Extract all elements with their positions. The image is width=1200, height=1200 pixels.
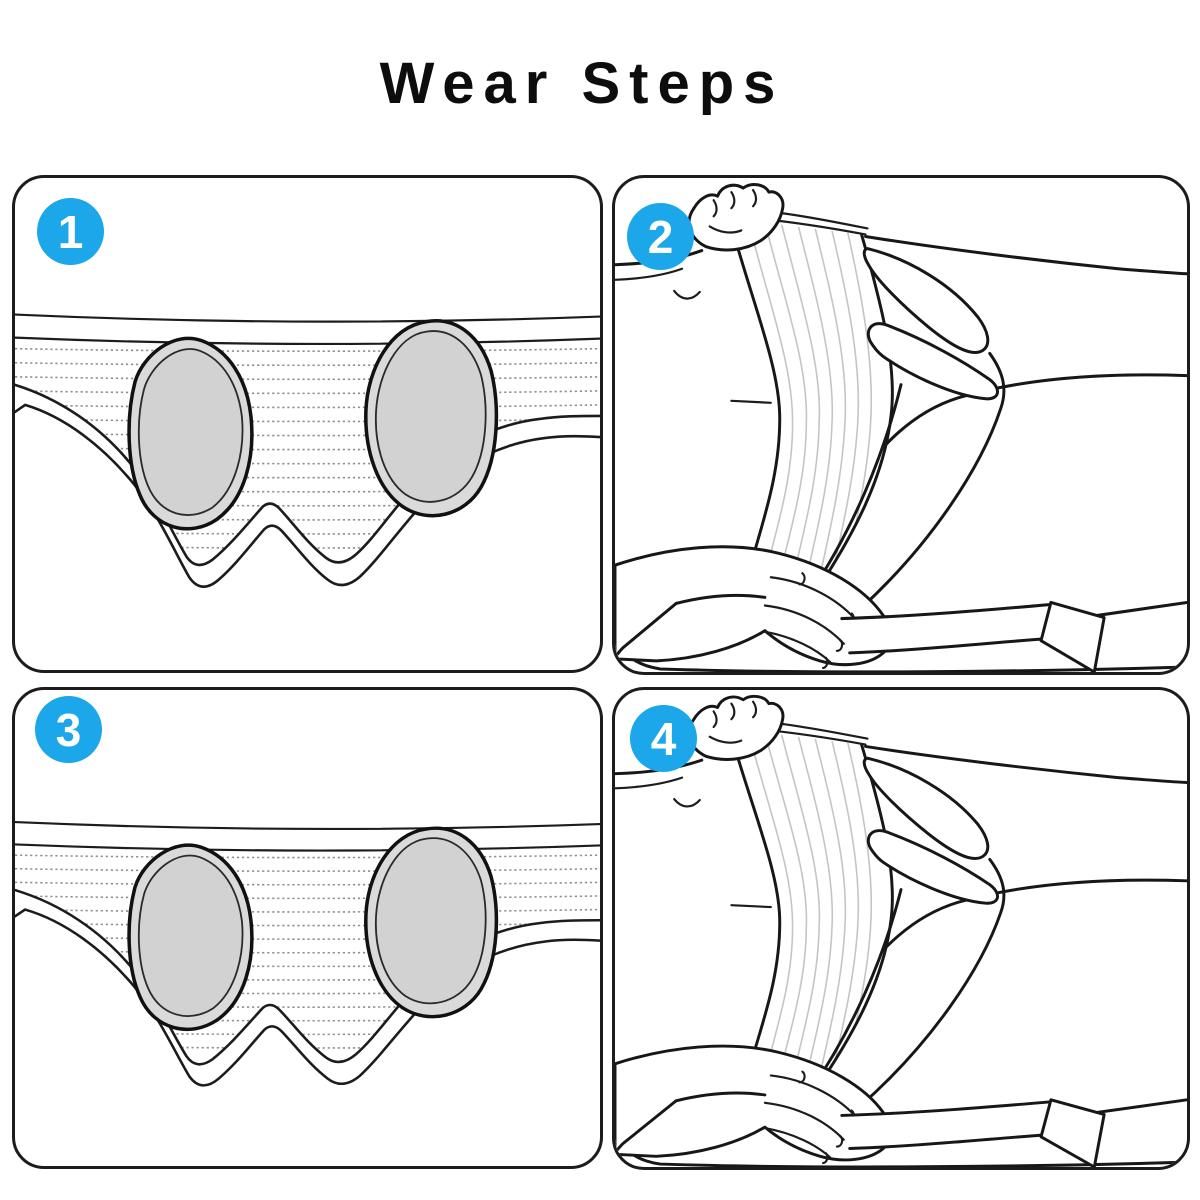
page-title: Wear Steps <box>379 51 785 116</box>
step-2-illustration <box>615 178 1187 672</box>
step-number: 1 <box>57 205 84 258</box>
step-number-badge: 1 <box>37 198 104 265</box>
step-number-badge: 2 <box>627 203 694 270</box>
step-number: 4 <box>650 712 677 765</box>
step-panel-3: 3 <box>12 687 603 1169</box>
step-panel-4: 4 <box>612 687 1190 1170</box>
step-panel-2: 2 <box>612 175 1190 675</box>
step-1-illustration <box>15 178 600 670</box>
step-3-illustration <box>15 690 600 1166</box>
step-4-illustration <box>615 690 1187 1167</box>
step-number-badge: 3 <box>35 696 102 763</box>
step-number: 2 <box>647 210 674 263</box>
step-panel-1: 1 <box>12 175 603 673</box>
step-number: 3 <box>55 703 82 756</box>
step-number-badge: 4 <box>630 705 697 772</box>
